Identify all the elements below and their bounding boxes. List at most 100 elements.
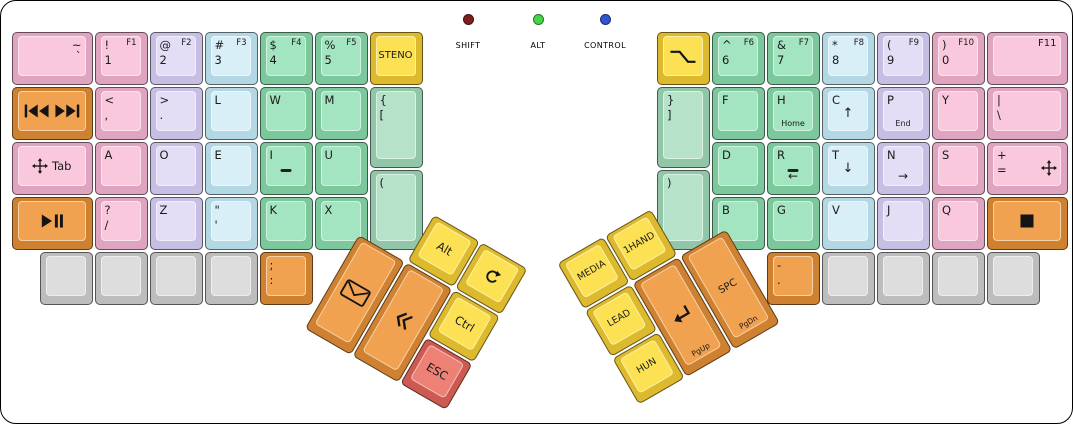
key-equals[interactable]: += bbox=[987, 142, 1068, 195]
key-j[interactable]: J bbox=[877, 197, 930, 250]
key-right-brace[interactable]: }] bbox=[657, 87, 710, 168]
key-left-paren[interactable]: ( bbox=[369, 169, 423, 250]
key-e-legend: E bbox=[214, 148, 222, 162]
key-comma-cap: <, bbox=[100, 91, 141, 131]
key-m[interactable]: M bbox=[314, 87, 368, 140]
key-enter[interactable]: PgUp bbox=[632, 256, 733, 378]
key-w[interactable]: W bbox=[259, 87, 313, 140]
key-tab[interactable]: Tab bbox=[12, 142, 93, 195]
key-quote[interactable]: "' bbox=[204, 197, 258, 250]
key-redo[interactable] bbox=[455, 242, 528, 315]
key-r[interactable]: R← bbox=[767, 142, 820, 195]
key-media-prev-next[interactable] bbox=[12, 87, 93, 140]
key-z[interactable]: Z bbox=[149, 197, 203, 250]
key-dash-dot-legend: . bbox=[777, 273, 781, 287]
key-right-paren[interactable]: ) bbox=[657, 169, 710, 250]
key-v-cap: V bbox=[828, 201, 868, 241]
key-alt-cap: Alt bbox=[417, 221, 472, 276]
key-blank-r1[interactable] bbox=[822, 252, 875, 305]
key-d[interactable]: D bbox=[712, 142, 765, 195]
key-blank-r3[interactable] bbox=[932, 252, 985, 305]
key-semicolon[interactable]: ;: bbox=[259, 252, 313, 305]
key-j-cap: J bbox=[883, 201, 923, 241]
key-g-legend: G bbox=[777, 203, 786, 217]
key-alt-legend: Alt bbox=[419, 223, 471, 275]
key-blank-l3[interactable] bbox=[149, 252, 203, 305]
key-comma[interactable]: <, bbox=[94, 87, 148, 140]
key-blank-l4[interactable] bbox=[204, 252, 258, 305]
key-y[interactable]: Y bbox=[932, 87, 985, 140]
key-v[interactable]: V bbox=[822, 197, 875, 250]
key-hun-label: HUN bbox=[634, 355, 659, 377]
key-u-cap: U bbox=[320, 146, 361, 186]
key-0-legend: ) bbox=[942, 38, 947, 52]
key-6-legend: F6 bbox=[743, 38, 754, 48]
key-3-legend: F3 bbox=[236, 38, 247, 48]
key-q-cap: Q bbox=[938, 201, 978, 241]
key-grave[interactable]: ~` bbox=[12, 32, 93, 85]
key-f[interactable]: F bbox=[712, 87, 765, 140]
key-slash[interactable]: ?/ bbox=[94, 197, 148, 250]
key-l[interactable]: L bbox=[204, 87, 258, 140]
key-8-legend: 8 bbox=[832, 53, 840, 67]
key-play-pause-cap bbox=[18, 201, 86, 241]
key-left-brace[interactable]: {[ bbox=[369, 87, 423, 168]
key-c[interactable]: C↑ bbox=[822, 87, 875, 140]
key-blank-r4[interactable] bbox=[987, 252, 1040, 305]
key-k[interactable]: K bbox=[259, 197, 313, 250]
key-play-pause[interactable] bbox=[12, 197, 93, 250]
key-g[interactable]: G bbox=[767, 197, 820, 250]
key-3-legend: 3 bbox=[214, 53, 222, 67]
key-blank-l2[interactable] bbox=[94, 252, 148, 305]
key-x[interactable]: X bbox=[314, 197, 368, 250]
key-c-cap: C↑ bbox=[828, 91, 868, 131]
move-icon bbox=[32, 158, 49, 174]
key-m-cap: M bbox=[320, 91, 361, 131]
key-chevrons-back[interactable] bbox=[352, 262, 453, 383]
key-s[interactable]: S bbox=[932, 142, 985, 195]
key-stop[interactable] bbox=[987, 197, 1068, 250]
key-f-legend: F bbox=[722, 93, 729, 107]
key-equals-legend bbox=[1040, 160, 1057, 178]
key-mail[interactable] bbox=[304, 234, 405, 356]
key-backslash[interactable]: |\ bbox=[987, 87, 1068, 140]
key-e[interactable]: E bbox=[204, 142, 258, 195]
key-tab-legend: Tab bbox=[19, 147, 85, 185]
key-steno[interactable]: STENO bbox=[369, 32, 423, 85]
key-right-brace-legend: ] bbox=[667, 108, 672, 122]
key-f11[interactable]: F11 bbox=[987, 32, 1068, 85]
key-a[interactable]: A bbox=[94, 142, 148, 195]
key-o[interactable]: O bbox=[149, 142, 203, 195]
key-signal[interactable] bbox=[657, 32, 710, 85]
key-period[interactable]: >. bbox=[149, 87, 203, 140]
key-blank-r2[interactable] bbox=[877, 252, 930, 305]
key-dash-dot[interactable]: -. bbox=[767, 252, 820, 305]
key-mail-cap bbox=[314, 241, 397, 344]
key-h-legend: Home bbox=[781, 118, 805, 128]
key-equals-legend: + bbox=[997, 148, 1007, 162]
key-i[interactable]: I bbox=[259, 142, 313, 195]
key-n[interactable]: N→ bbox=[877, 142, 930, 195]
key-blank-l1[interactable] bbox=[39, 252, 93, 305]
key-t[interactable]: T↓ bbox=[822, 142, 875, 195]
key-f-cap: F bbox=[718, 91, 758, 131]
key-q[interactable]: Q bbox=[932, 197, 985, 250]
key-u[interactable]: U bbox=[314, 142, 368, 195]
